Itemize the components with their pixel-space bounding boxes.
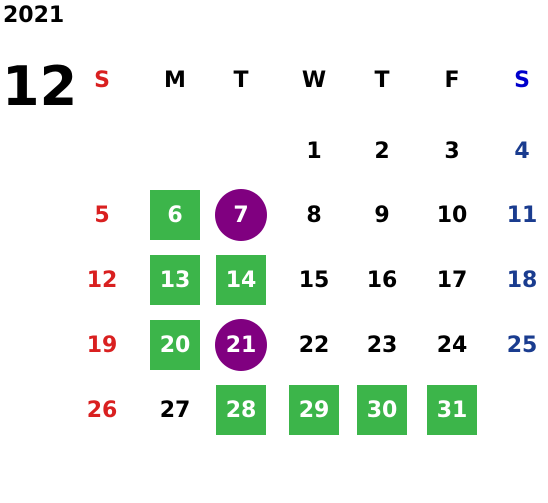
weekday-sat: S [514, 68, 530, 93]
day-cell-23[interactable]: 23 [352, 320, 412, 370]
day-cell-26[interactable]: 26 [72, 385, 132, 435]
day-cell-10[interactable]: 10 [422, 190, 482, 240]
day-cell-4[interactable]: 4 [492, 126, 548, 176]
day-cell-9[interactable]: 9 [352, 190, 412, 240]
day-number: 7 [233, 202, 249, 228]
day-cell-25[interactable]: 25 [492, 320, 548, 370]
day-number: 17 [436, 267, 468, 293]
day-cell-7[interactable]: 7 [211, 189, 271, 241]
day-cell-15[interactable]: 15 [284, 255, 344, 305]
day-cell-29[interactable]: 29 [284, 385, 344, 435]
day-number: 21 [225, 332, 257, 358]
highlight-circle [215, 319, 267, 371]
day-cell-19[interactable]: 19 [72, 320, 132, 370]
year-label: 2021 [3, 3, 65, 28]
day-number: 31 [436, 397, 468, 423]
day-cell-22[interactable]: 22 [284, 320, 344, 370]
day-cell-27[interactable]: 27 [145, 385, 205, 435]
highlight-square [427, 385, 477, 435]
day-number: 29 [298, 397, 330, 423]
day-cell-8[interactable]: 8 [284, 190, 344, 240]
day-number: 23 [366, 332, 398, 358]
day-cell-16[interactable]: 16 [352, 255, 412, 305]
day-cell-24[interactable]: 24 [422, 320, 482, 370]
highlight-square [216, 255, 266, 305]
day-number: 10 [436, 202, 468, 228]
weekday-sun: S [94, 68, 110, 93]
day-cell-31[interactable]: 31 [422, 385, 482, 435]
day-cell-3[interactable]: 3 [422, 126, 482, 176]
day-cell-12[interactable]: 12 [72, 255, 132, 305]
day-number: 14 [225, 267, 257, 293]
day-cell-28[interactable]: 28 [211, 385, 271, 435]
highlight-square [289, 385, 339, 435]
day-cell-30[interactable]: 30 [352, 385, 412, 435]
day-number: 27 [159, 397, 191, 423]
day-number: 28 [225, 397, 257, 423]
day-number: 26 [86, 397, 118, 423]
day-number: 30 [366, 397, 398, 423]
day-cell-18[interactable]: 18 [492, 255, 548, 305]
day-number: 19 [86, 332, 118, 358]
day-cell-1[interactable]: 1 [284, 126, 344, 176]
highlight-square [150, 255, 200, 305]
day-cell-14[interactable]: 14 [211, 255, 271, 305]
day-cell-13[interactable]: 13 [145, 255, 205, 305]
weekday-thu: T [374, 68, 390, 93]
highlight-circle [215, 189, 267, 241]
day-number: 13 [159, 267, 191, 293]
day-number: 20 [159, 332, 191, 358]
day-cell-17[interactable]: 17 [422, 255, 482, 305]
day-number: 18 [506, 267, 538, 293]
day-number: 2 [374, 138, 390, 164]
day-cell-2[interactable]: 2 [352, 126, 412, 176]
highlight-square [150, 190, 200, 240]
highlight-square [216, 385, 266, 435]
day-number: 12 [86, 267, 118, 293]
day-number: 15 [298, 267, 330, 293]
weekday-wed: W [301, 68, 327, 93]
day-number: 5 [94, 202, 110, 228]
day-number: 9 [374, 202, 390, 228]
day-number: 4 [514, 138, 530, 164]
day-number: 1 [306, 138, 322, 164]
day-cell-11[interactable]: 11 [492, 190, 548, 240]
day-number: 11 [506, 202, 538, 228]
highlight-square [357, 385, 407, 435]
day-number: 8 [306, 202, 322, 228]
day-number: 25 [506, 332, 538, 358]
highlight-square [150, 320, 200, 370]
day-cell-5[interactable]: 5 [72, 190, 132, 240]
day-number: 22 [298, 332, 330, 358]
day-number: 16 [366, 267, 398, 293]
day-number: 24 [436, 332, 468, 358]
day-cell-21[interactable]: 21 [211, 319, 271, 371]
weekday-tue: T [233, 68, 249, 93]
weekday-mon: M [164, 68, 186, 93]
day-number: 3 [444, 138, 460, 164]
day-cell-20[interactable]: 20 [145, 320, 205, 370]
month-label: 12 [2, 55, 78, 118]
day-number: 6 [167, 202, 183, 228]
day-cell-6[interactable]: 6 [145, 190, 205, 240]
weekday-fri: F [444, 68, 460, 93]
